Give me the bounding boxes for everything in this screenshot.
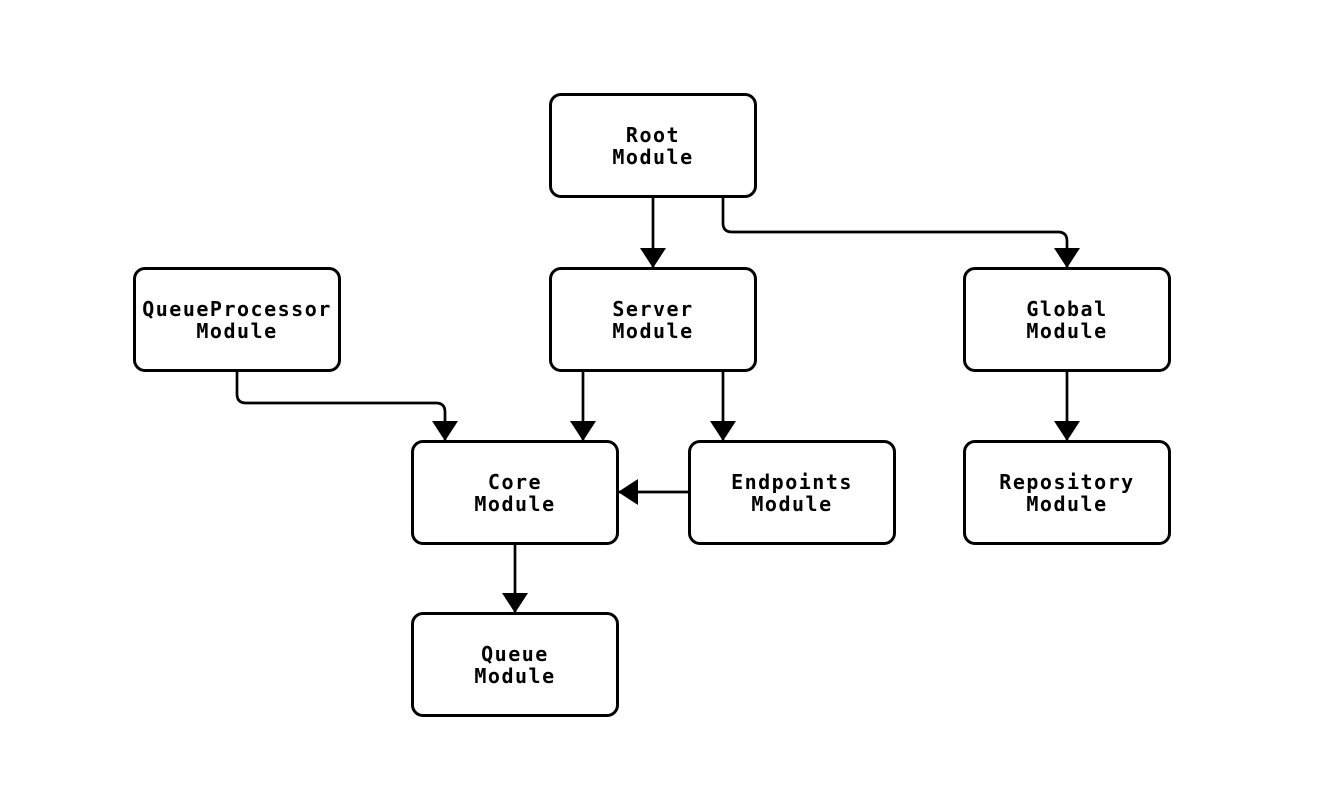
node-root-module: Root Module [549,93,757,198]
node-core-module: Core Module [411,440,619,545]
node-label-queue: Queue Module [474,641,556,688]
node-label-core: Core Module [474,469,556,516]
edge-queueprocessor-to-core [235,372,458,441]
node-repository-module: Repository Module [963,440,1171,545]
node-global-module: Global Module [963,267,1171,372]
node-queueprocessor-module: QueueProcessor Module [133,267,341,372]
node-endpoints-module: Endpoints Module [688,440,896,545]
node-label-endpoints: Endpoints Module [731,469,853,516]
node-label-queueprocessor: QueueProcessor Module [142,296,332,343]
node-label-repository: Repository Module [999,469,1135,516]
node-label-global: Global Module [1026,296,1108,343]
edge-group [235,198,1080,613]
node-label-root: Root Module [612,122,694,169]
node-queue-module: Queue Module [411,612,619,717]
edge-root-to-global [721,198,1080,268]
node-label-server: Server Module [612,296,694,343]
node-server-module: Server Module [549,267,757,372]
